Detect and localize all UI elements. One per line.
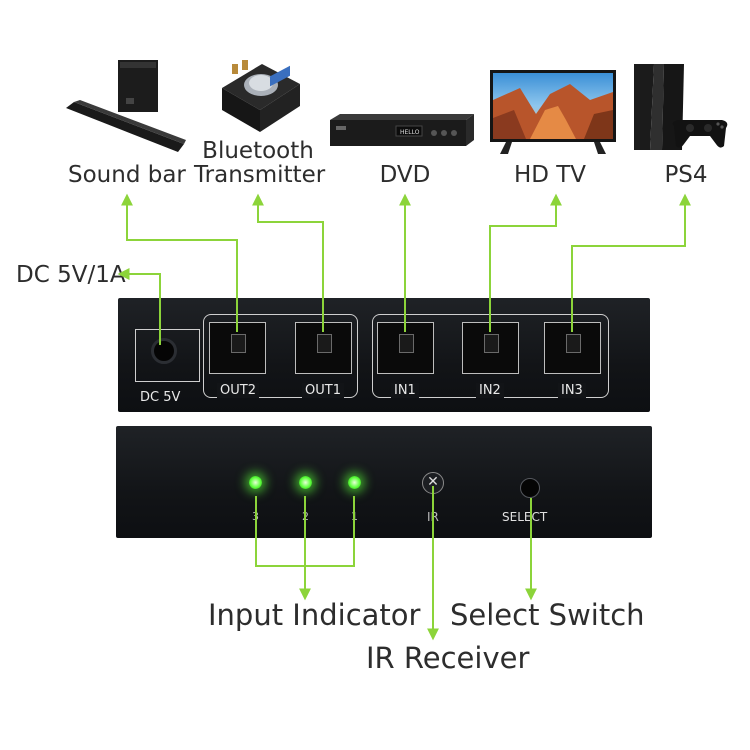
led-3 [249,476,262,489]
led-2 [299,476,312,489]
dc-jack-label: DC 5V [140,390,181,405]
port-label-in2: IN2 [476,383,504,398]
soundbar-icon [66,60,186,152]
ir-receiver-label: IR Receiver [366,641,530,675]
hd-tv-icon [490,70,616,154]
dc-jack-box [135,329,200,382]
port-label-in3: IN3 [558,383,586,398]
optical-port-icon [317,334,332,353]
dc-jack-icon[interactable] [151,338,177,364]
soundbar-label: Sound bar [68,162,186,188]
optical-port-icon [399,334,414,353]
input-indicator-label: Input Indicator [208,598,421,632]
connector-dc-power [117,268,161,345]
front-panel: 3 2 1 ✕ IR SELECT [116,426,652,538]
dvd-label: DVD [379,162,431,188]
optical-port-out1[interactable] [295,322,352,374]
port-label-out2: OUT2 [217,383,259,398]
connector-out1-bluetooth [252,193,324,332]
output-group-outline [203,314,358,398]
select-switch-label: Select Switch [450,598,645,632]
select-button-icon[interactable] [520,478,540,498]
power-spec-label: DC 5V/1A [16,262,126,288]
select-label: SELECT [502,510,548,524]
bluetooth-transmitter-label: Bluetooth Transmitter [194,138,326,188]
svg-text:HELLO: HELLO [400,129,420,136]
connector-in3-ps4 [571,193,691,332]
optical-port-icon [231,334,246,353]
optical-port-icon [484,334,499,353]
bluetooth-label-line2: Transmitter [194,162,326,188]
optical-port-icon [566,334,581,353]
ps4-console-icon [634,64,728,150]
ir-sensor-icon: ✕ [422,472,444,494]
hdtv-label: HD TV [513,162,587,188]
connector-out2-soundbar [121,193,238,332]
dvd-player-icon: HELLO [330,114,474,146]
led-1 [348,476,361,489]
port-label-in1: IN1 [391,383,419,398]
port-label-out1: OUT1 [302,383,344,398]
ps4-label: PS4 [664,162,708,188]
bluetooth-label-line1: Bluetooth [202,138,314,164]
connector-in2-hdtv [489,193,562,332]
bluetooth-transmitter-icon [222,60,300,132]
